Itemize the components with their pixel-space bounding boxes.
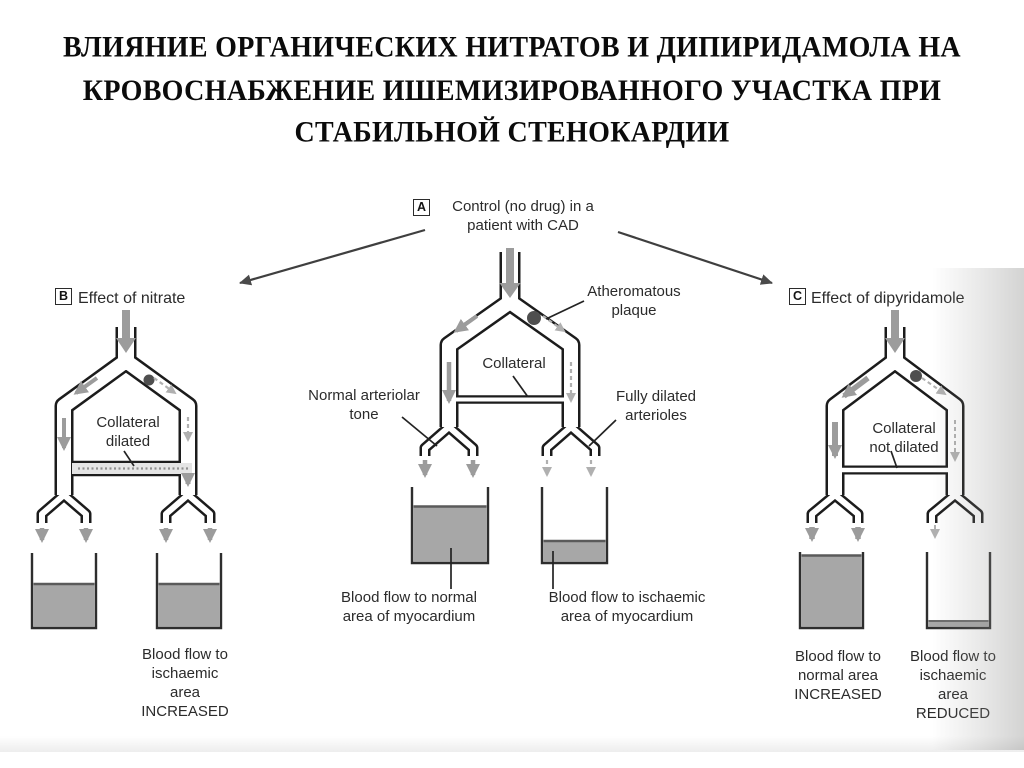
slide-title: ВЛИЯНИЕ ОРГАНИЧЕСКИХ НИТРАТОВ И ДИПИРИДА…: [63, 31, 961, 108]
beaker-b-label: Blood flow to ischaemic area INCREASED: [141, 646, 229, 720]
panel-a-title: Control (no drug) in a patient with CAD: [452, 198, 594, 234]
pointer-lines-a: [401, 300, 617, 589]
panel-c-title: Effect of dipyridamole: [811, 290, 965, 307]
collateral-label-c: Collateral not dilated: [869, 420, 939, 456]
slide-subtitle: СТАБИЛЬНОЙ СТЕНОКАРДИИ: [294, 116, 730, 150]
panel-c-vessels: [798, 310, 992, 630]
pointer-line-b: [123, 450, 135, 467]
beaker-c-normal-label: Blood flow to normal area INCREASED: [794, 648, 882, 703]
beaker-c-ischaemic: [925, 552, 992, 630]
scan-edge-shading: [932, 268, 1024, 750]
scan-bottom-shading: [0, 736, 1024, 752]
beaker-a-normal: [410, 487, 490, 565]
panel-a-letter-badge: A: [413, 199, 430, 216]
pointer-line-c: [890, 450, 898, 469]
flow-arrows-c: [805, 375, 960, 542]
beaker-a-normal-label: Blood flow to normal area of myocardium: [341, 589, 477, 625]
atheromatous-plaque-label: Atheromatous plaque: [587, 283, 681, 319]
panel-b-vessels: [30, 310, 223, 630]
flow-arrows-b: [35, 376, 217, 543]
collateral-label-b: Collateral dilated: [96, 414, 160, 450]
beaker-a-ischaemic-label: Blood flow to ischaemic area of myocardi…: [548, 589, 706, 625]
panel-a-vessels: [401, 248, 617, 589]
vessel-diagram: [30, 228, 992, 630]
beaker-c-normal: [798, 552, 865, 630]
fully-dilated-arterioles-label: Fully dilated arterioles: [615, 388, 697, 424]
stem-flow-arrow-a: [499, 248, 521, 298]
atheromatous-plaque-a: [527, 311, 541, 325]
flow-arrows-a: [418, 314, 596, 478]
atheromatous-plaque-b: [143, 374, 155, 386]
connector-arrows: [239, 228, 773, 286]
stem-flow-arrow-c: [885, 310, 905, 353]
collateral-label-a: Collateral: [482, 355, 546, 372]
normal-arteriolar-tone-label: Normal arteriolar tone: [308, 387, 420, 423]
panel-b-letter-badge: B: [55, 288, 72, 305]
beaker-b-left: [30, 553, 98, 630]
stem-flow-arrow-b: [116, 310, 136, 353]
atheromatous-plaque-c: [910, 370, 922, 382]
panel-c-letter-badge: C: [789, 288, 806, 305]
beaker-a-ischaemic: [540, 487, 609, 565]
panel-b-title: Effect of nitrate: [78, 290, 186, 307]
beaker-c-ischaemic-label: Blood flow to ischaemic area REDUCED: [910, 648, 996, 722]
beaker-b-right: [155, 553, 223, 630]
